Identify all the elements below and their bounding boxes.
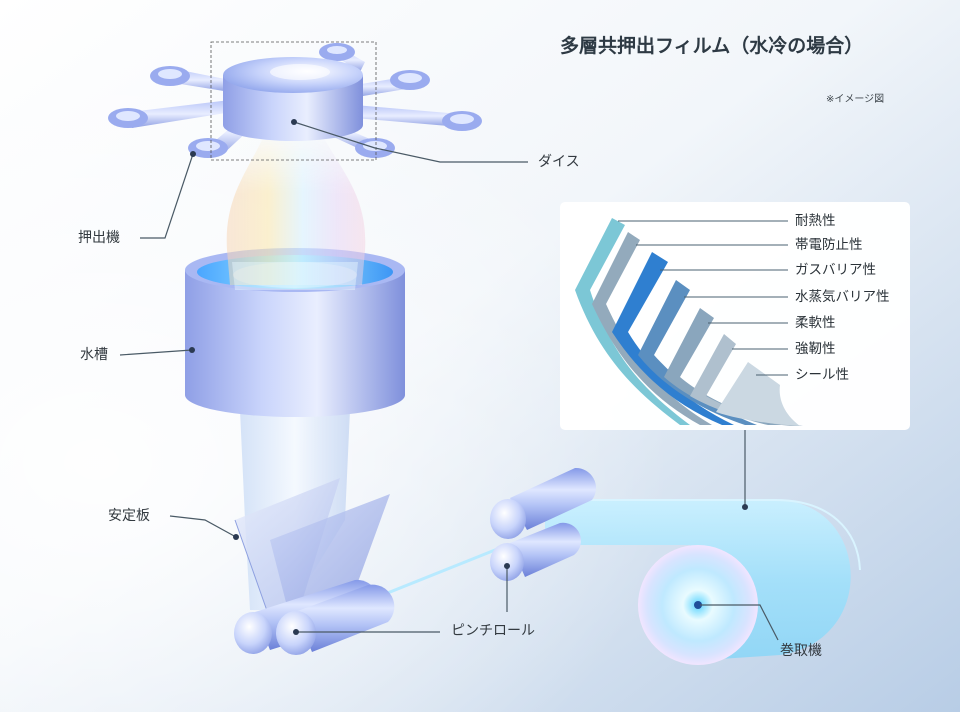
film-bubble	[226, 140, 366, 290]
layer-label-4: 水蒸気バリア性	[795, 289, 890, 305]
die-outline	[210, 41, 377, 161]
layer-label-3: ガスバリア性	[795, 262, 876, 278]
image-note: ※イメージ図	[826, 94, 885, 105]
layer-label-6: 強靭性	[795, 341, 836, 357]
layer-label-5: 柔軟性	[795, 315, 836, 331]
label-winder: 巻取機	[780, 643, 822, 659]
layer-label-7: シール性	[795, 367, 849, 383]
label-stabilizer: 安定板	[108, 508, 150, 524]
layer-label-1: 耐熱性	[795, 213, 836, 229]
label-extruder: 押出機	[78, 230, 120, 246]
label-die: ダイス	[538, 154, 580, 170]
winder-roll	[638, 545, 758, 665]
guide-rollers	[490, 467, 597, 581]
die-body	[223, 57, 363, 141]
leader-lines	[119, 121, 779, 641]
layer-inset	[560, 202, 910, 430]
label-water-tank: 水槽	[80, 347, 108, 363]
page-title: 多層共押出フィルム（水冷の場合）	[560, 35, 864, 57]
label-pinch-roll: ピンチロール	[451, 623, 535, 639]
layer-label-2: 帯電防止性	[795, 237, 863, 253]
